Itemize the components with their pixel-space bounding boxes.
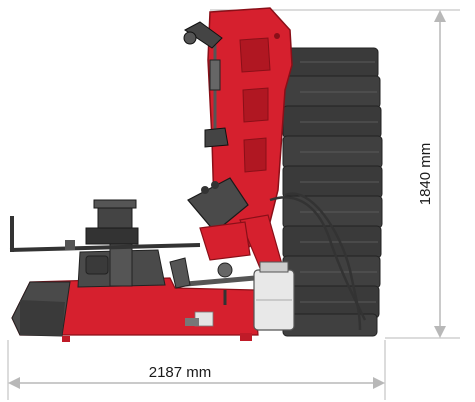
tyre-stack — [282, 47, 383, 337]
width-dimension-arrow — [8, 377, 385, 389]
height-dimension-arrow — [434, 10, 446, 338]
height-dimension-label: 1840 mm — [417, 143, 434, 206]
bead-breaker-arm — [169, 257, 256, 305]
helper-tool-arm — [183, 21, 229, 148]
width-dimension-label: 2187 mm — [149, 364, 212, 381]
base-cabinet — [11, 277, 259, 342]
inflation-hose — [269, 192, 367, 331]
inflator-tank — [253, 261, 295, 331]
turntable — [9, 199, 201, 288]
control-pod — [187, 177, 249, 233]
